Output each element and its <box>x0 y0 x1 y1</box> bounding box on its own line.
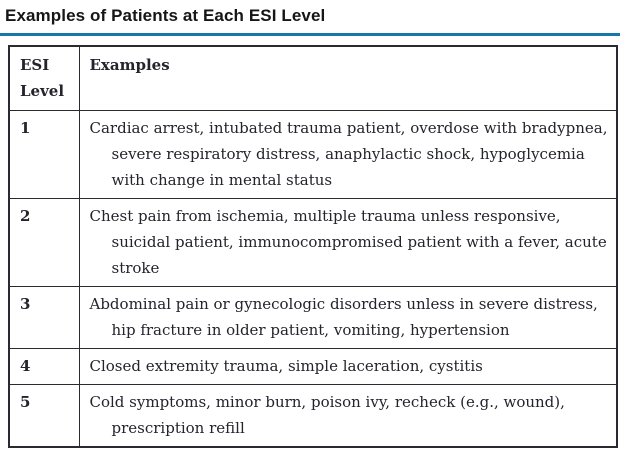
table-row-esi-2: 2 Chest pain from ischemia, multiple tra… <box>8 198 618 287</box>
title-rule-divider <box>0 33 620 36</box>
esi-level-cell: 5 <box>8 384 80 448</box>
examples-cell: Chest pain from ischemia, multiple traum… <box>78 198 618 287</box>
examples-cell: Cold symptoms, minor burn, poison ivy, r… <box>78 384 618 448</box>
examples-cell: Abdominal pain or gynecologic disorders … <box>78 286 618 349</box>
esi-level-cell: 4 <box>8 348 80 385</box>
esi-level-cell: 3 <box>8 286 80 349</box>
column-header-esi-level: ESI Level <box>8 45 80 111</box>
esi-levels-table: ESI Level Examples 1 Cardiac arrest, int… <box>8 45 618 448</box>
table-row-esi-5: 5 Cold symptoms, minor burn, poison ivy,… <box>8 384 618 448</box>
examples-cell: Cardiac arrest, intubated trauma patient… <box>78 110 618 199</box>
esi-level-cell: 1 <box>8 110 80 199</box>
page-title: Examples of Patients at Each ESI Level <box>5 6 326 25</box>
table-header-row: ESI Level Examples <box>8 45 618 111</box>
column-header-examples: Examples <box>78 45 618 111</box>
examples-cell: Closed extremity trauma, simple lacerati… <box>78 348 618 385</box>
table-row-esi-1: 1 Cardiac arrest, intubated trauma patie… <box>8 110 618 199</box>
esi-level-cell: 2 <box>8 198 80 287</box>
table-row-esi-4: 4 Closed extremity trauma, simple lacera… <box>8 348 618 385</box>
table-row-esi-3: 3 Abdominal pain or gynecologic disorder… <box>8 286 618 349</box>
